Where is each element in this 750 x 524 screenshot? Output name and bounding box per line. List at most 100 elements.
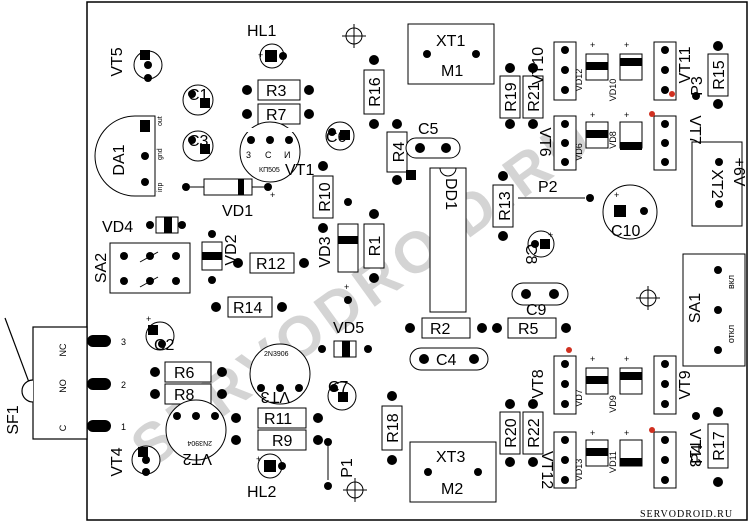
vt1-pin-3: 3	[246, 150, 251, 160]
svg-text:+: +	[548, 230, 553, 240]
c6-label: C6	[326, 129, 347, 146]
board-outline	[86, 1, 748, 521]
footer-site: SERVODROID.RU	[640, 509, 733, 520]
r20	[499, 399, 521, 467]
xt1-label: XT1	[436, 33, 465, 50]
vd8-label: VD8	[608, 131, 618, 149]
vt3-part: 2N3906	[264, 351, 289, 358]
p3-label: P3	[689, 76, 706, 96]
r15-label: R15	[711, 60, 728, 89]
hl1-label: HL1	[247, 23, 276, 40]
vt1-mosfet: 3 С И КП505	[239, 121, 301, 183]
vt1-part: КП505	[259, 167, 280, 174]
svg-text:+: +	[624, 428, 629, 438]
r16-label: R16	[367, 77, 384, 106]
sf1-label: SF1	[5, 405, 22, 434]
r22	[522, 399, 544, 467]
sf1-nc: NC	[58, 343, 68, 356]
svg-text:+: +	[258, 50, 263, 60]
vd4-label: VD4	[102, 219, 133, 236]
r2	[405, 317, 487, 339]
vd13-vd11-group: ++	[553, 427, 677, 489]
sa1-otkl: откл	[726, 325, 736, 343]
vt4	[131, 445, 161, 476]
sa2-label: SA2	[93, 253, 110, 283]
r2-label: R2	[430, 321, 451, 338]
sa1-vkl: вкл	[726, 275, 736, 289]
vt1-pin-i: И	[284, 150, 290, 160]
c5	[405, 137, 461, 159]
p4	[692, 412, 700, 420]
sa1-label: SA1	[687, 293, 704, 323]
p2-label: P2	[538, 179, 558, 196]
c8: +	[527, 230, 555, 258]
r8-label: R8	[174, 387, 195, 404]
r12	[233, 252, 309, 274]
vd7-label: VD7	[574, 389, 584, 407]
c9-label: C9	[526, 302, 547, 319]
r3-label: R3	[266, 83, 287, 100]
vd5-label: VD5	[333, 320, 364, 337]
vd2	[201, 230, 223, 284]
da1-pin-gnd: gnd	[157, 148, 164, 160]
r9-label: R9	[272, 433, 293, 450]
hl2-led: +	[256, 453, 286, 479]
r18-label: R18	[385, 413, 402, 442]
r6	[150, 361, 227, 383]
c9	[511, 282, 569, 306]
vt3: 2N3906	[249, 343, 311, 405]
xt2-plus6v: +6V	[730, 158, 747, 187]
m1-label: M1	[441, 63, 463, 80]
r19-label: R19	[503, 82, 520, 111]
vt8-label: VT8	[530, 369, 547, 398]
vd5	[318, 340, 372, 358]
vd1: +	[182, 178, 275, 200]
c10: +	[602, 184, 658, 240]
da1-pin-out: out	[157, 116, 164, 126]
svg-text:+: +	[624, 354, 629, 364]
vt5	[133, 50, 163, 82]
vt6-label: VT6	[536, 127, 553, 156]
sf1-pin2: 2	[121, 380, 126, 390]
r1	[363, 209, 385, 283]
vt2-label: VT2	[183, 450, 212, 467]
svg-text:+: +	[146, 314, 151, 324]
sa2-switch	[109, 242, 191, 294]
c1-label: C1	[188, 87, 209, 104]
r4	[386, 119, 408, 185]
vd6-label: VD6	[574, 143, 584, 161]
r5	[492, 317, 571, 339]
c2-label: C2	[154, 337, 175, 354]
r8	[150, 383, 227, 405]
c10-label: C10	[611, 223, 640, 240]
p1-label: P1	[339, 458, 356, 478]
c7	[327, 381, 357, 411]
r17	[707, 407, 729, 487]
c4-label: C4	[436, 352, 457, 369]
r6-label: R6	[174, 365, 195, 382]
vd10-label: VD10	[608, 79, 618, 102]
vd9-label: VD9	[608, 395, 618, 413]
r16	[363, 55, 385, 129]
c7-label: C7	[328, 379, 349, 396]
sf1-switch: NC NO C 3 2 1	[4, 317, 126, 440]
svg-text:+: +	[270, 190, 275, 200]
vt13-label: VT13	[686, 429, 703, 467]
r20-label: R20	[503, 418, 520, 447]
vt2-part: 2N3904	[187, 439, 212, 446]
vt3-label: VT3	[261, 388, 290, 405]
vt9-label: VT9	[677, 370, 694, 399]
vd11-label: VD11	[608, 451, 618, 473]
c3	[182, 130, 214, 162]
dd1-label: DD1	[442, 178, 459, 210]
vt10-label: VT10	[530, 47, 547, 85]
da1-label: DA1	[111, 144, 128, 175]
m2-label: M2	[441, 481, 463, 498]
r22-label: R22	[526, 418, 543, 447]
mount-hole-right	[636, 286, 660, 310]
svg-text:+: +	[624, 40, 629, 50]
c2: +	[145, 314, 175, 351]
mount-hole-top	[342, 24, 366, 48]
sf1-pin3: 3	[121, 337, 126, 347]
svg-text:+: +	[614, 190, 619, 200]
